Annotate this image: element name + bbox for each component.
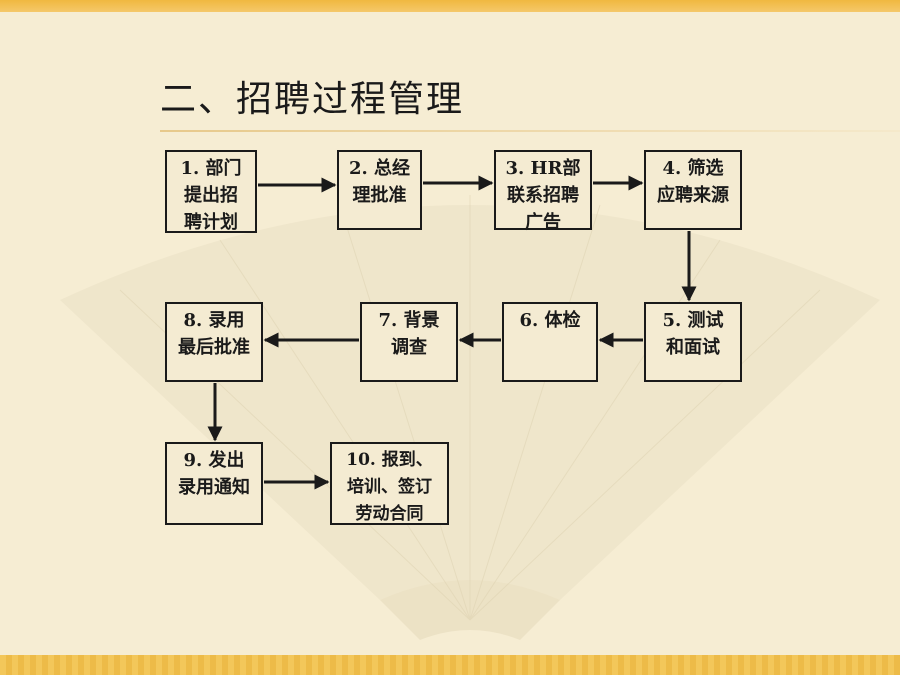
top-accent-band <box>0 0 900 12</box>
step-6-line-1: 6. 体检 <box>519 310 581 331</box>
step-3-line-1: 3. HR部 <box>505 158 581 179</box>
step-4-line-2: 应聘来源 <box>657 185 729 206</box>
step-3-line-3: 广告 <box>525 212 561 233</box>
step-1-box: 1. 部门 提出招 聘计划 <box>165 150 257 233</box>
step-5-line-2: 和面试 <box>666 337 720 358</box>
step-2-line-2: 理批准 <box>352 185 407 206</box>
step-4-box: 4. 筛选 应聘来源 <box>644 150 742 230</box>
bottom-accent-band <box>0 655 900 675</box>
step-1-line-3: 聘计划 <box>184 212 238 233</box>
step-1-line-2: 提出招 <box>184 185 238 206</box>
step-10-box: 10. 报到、 培训、签订 劳动合同 <box>330 442 449 525</box>
page-title: 二、招聘过程管理 <box>160 79 465 120</box>
step-8-box: 8. 录用 最后批准 <box>165 302 263 382</box>
step-2-line-1: 2. 总经 <box>348 158 411 179</box>
step-10-line-1: 10. 报到、 <box>346 450 433 470</box>
step-4-line-1: 4. 筛选 <box>662 158 724 179</box>
step-8-line-1: 8. 录用 <box>183 310 245 331</box>
step-10-line-3: 劳动合同 <box>355 504 424 524</box>
step-7-line-1: 7. 背景 <box>378 310 440 331</box>
step-5-box: 5. 测试 和面试 <box>644 302 742 382</box>
step-6-box: 6. 体检 <box>502 302 598 382</box>
step-9-box: 9. 发出 录用通知 <box>165 442 263 525</box>
step-8-line-2: 最后批准 <box>178 337 250 358</box>
step-3-box: 3. HR部 联系招聘 广告 <box>494 150 592 233</box>
step-5-line-1: 5. 测试 <box>662 310 724 331</box>
step-9-line-2: 录用通知 <box>178 477 250 498</box>
step-7-line-2: 调查 <box>391 337 427 358</box>
step-9-line-1: 9. 发出 <box>183 450 245 471</box>
step-7-box: 7. 背景 调查 <box>360 302 458 382</box>
step-10-line-2: 培训、签订 <box>347 477 432 497</box>
step-3-line-2: 联系招聘 <box>507 185 579 206</box>
step-1-line-1: 1. 部门 <box>180 158 242 179</box>
step-2-box: 2. 总经 理批准 <box>337 150 422 230</box>
title-divider <box>160 130 900 132</box>
